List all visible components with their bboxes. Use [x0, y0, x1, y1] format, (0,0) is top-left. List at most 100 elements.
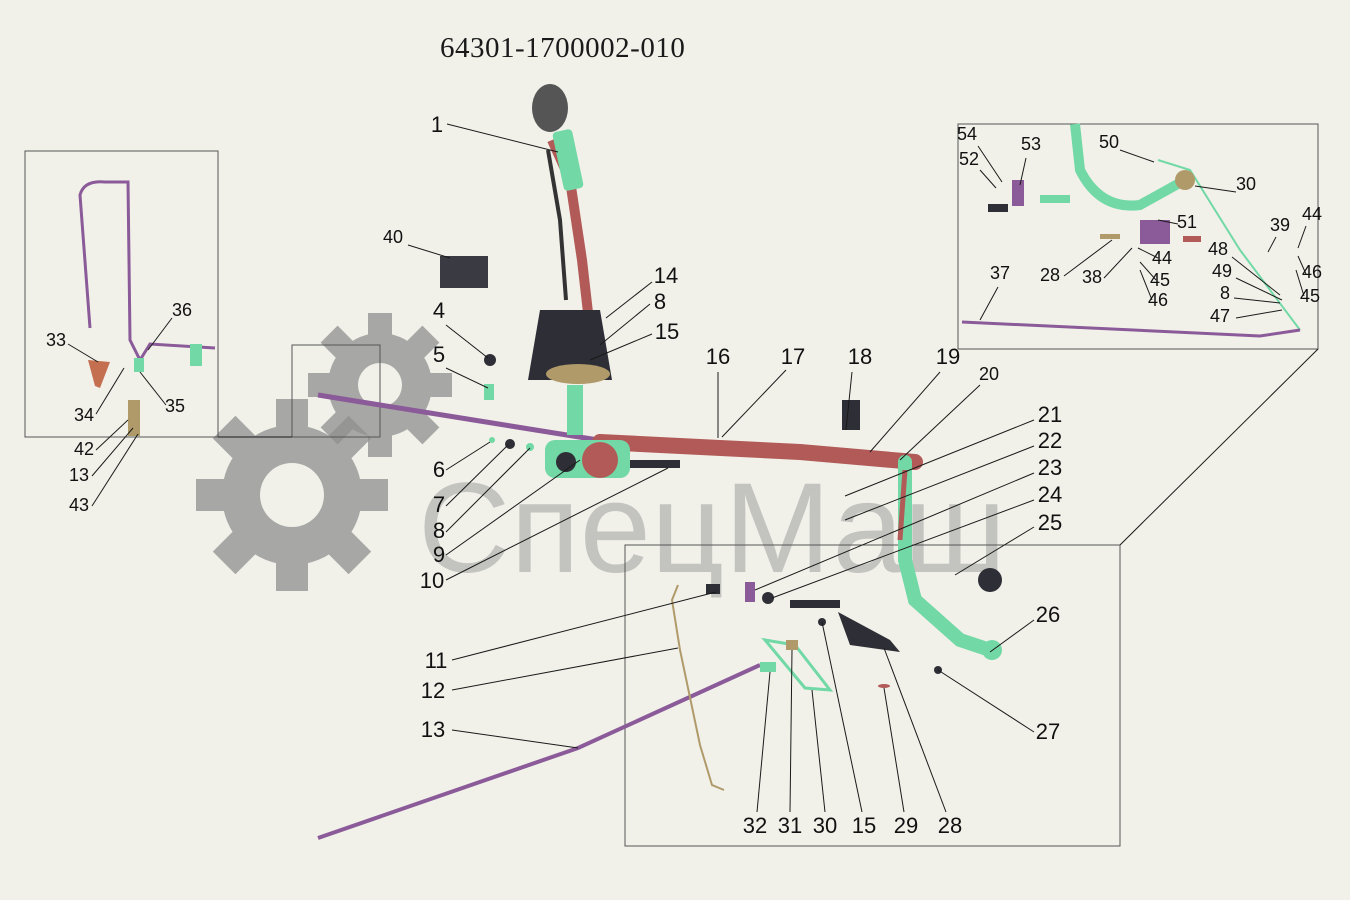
callout-label-5: 5	[433, 342, 445, 367]
leader-line	[844, 445, 1035, 521]
rod-22	[790, 600, 840, 608]
leader-line	[589, 333, 653, 361]
bolt-31	[786, 640, 798, 650]
bracket-51	[1140, 220, 1170, 244]
callout-label-33: 33	[46, 330, 66, 350]
callout-label-50: 50	[1099, 132, 1119, 152]
rod-37-detail	[961, 320, 1301, 338]
leader-line	[1157, 219, 1179, 225]
callout-label-21: 21	[1038, 402, 1062, 427]
leader-line	[599, 303, 651, 346]
cable-30-detail	[1157, 159, 1301, 331]
lever-53	[1012, 180, 1024, 206]
callout-label-13: 13	[69, 465, 89, 485]
cable-left	[78, 180, 216, 364]
leader-line	[989, 619, 1035, 653]
bolt-51b	[1183, 236, 1201, 242]
leader-line	[954, 526, 1035, 576]
leader-line	[445, 447, 531, 533]
detail-frame-bottom	[624, 544, 1121, 847]
callout-label-44: 44	[1302, 204, 1322, 224]
lever-knob	[532, 84, 568, 132]
callout-label-28: 28	[1040, 265, 1060, 285]
leader-line	[451, 591, 717, 661]
rod-10	[630, 460, 680, 468]
pin-38	[1100, 234, 1120, 239]
lever-shaft-dark	[546, 149, 568, 301]
leader-lines	[67, 123, 1307, 813]
callout-label-35: 35	[165, 396, 185, 416]
callout-label-43: 43	[69, 495, 89, 515]
leader-line	[821, 621, 863, 813]
leader-line	[451, 647, 679, 691]
callout-label-31: 31	[778, 813, 802, 838]
callout-label-32: 32	[743, 813, 767, 838]
bolt-23	[745, 582, 755, 602]
shift-tube-main	[592, 434, 923, 470]
bolt-54	[988, 204, 1008, 212]
callout-label-10: 10	[420, 568, 444, 593]
leader-line	[883, 647, 947, 813]
callout-label-34: 34	[74, 405, 94, 425]
leader-line	[445, 459, 581, 556]
boot-ring	[546, 364, 610, 384]
callout-label-15: 15	[655, 319, 679, 344]
link-11	[706, 584, 720, 594]
leader-line	[445, 444, 509, 507]
callout-label-17: 17	[781, 344, 805, 369]
detail-frame-top-right	[957, 123, 1319, 350]
callout-label-7: 7	[433, 492, 445, 517]
leader-line	[407, 244, 451, 259]
leader-line	[1267, 236, 1277, 253]
leader-line	[771, 499, 1035, 599]
leader-line	[1139, 261, 1157, 281]
callout-label-6: 6	[433, 457, 445, 482]
callout-label-26: 26	[1036, 602, 1060, 627]
lever-boot	[528, 310, 612, 380]
selector-bolt	[556, 452, 576, 472]
callout-label-4: 4	[433, 298, 445, 323]
callout-label-47: 47	[1210, 306, 1230, 326]
leader-line	[1063, 239, 1113, 277]
leader-line	[445, 324, 489, 359]
callout-label-16: 16	[706, 344, 730, 369]
callout-label-11: 11	[425, 648, 448, 673]
leader-line	[95, 367, 125, 415]
leader-line	[445, 441, 491, 471]
leader-line	[445, 367, 489, 389]
callout-label-22: 22	[1038, 428, 1062, 453]
leader-line	[1295, 269, 1305, 297]
callout-label-30: 30	[1236, 174, 1256, 194]
tee-33	[88, 360, 110, 388]
callout-label-13: 13	[421, 717, 445, 742]
callout-label-51: 51	[1177, 212, 1197, 232]
callout-label-30: 30	[813, 813, 837, 838]
detail-frame-left	[24, 150, 219, 438]
leader-line	[95, 419, 129, 451]
shift-tube-detail	[1070, 123, 1188, 211]
leader-line	[1231, 256, 1281, 296]
clip-5	[484, 384, 494, 400]
callout-label-15: 15	[852, 813, 876, 838]
callout-label-52: 52	[959, 149, 979, 169]
nut-7	[505, 439, 515, 449]
watermark-gear-icon	[196, 399, 388, 591]
leader-line	[445, 467, 669, 581]
callout-label-27: 27	[1036, 719, 1060, 744]
callout-label-8: 8	[1220, 283, 1230, 303]
callout-label-46: 46	[1148, 290, 1168, 310]
joint-50	[1175, 170, 1195, 190]
leader-line	[979, 169, 997, 189]
callout-label-12: 12	[421, 678, 445, 703]
leader-line	[937, 669, 1035, 733]
leader-line	[91, 427, 134, 477]
callout-label-46: 46	[1302, 262, 1322, 282]
detail-frame-small	[291, 344, 381, 438]
leader-line	[756, 671, 771, 813]
leader-line	[811, 689, 826, 813]
leader-line	[1297, 255, 1307, 275]
leader-line	[1019, 157, 1027, 186]
rod-28-detail	[1040, 195, 1070, 203]
leader-line	[754, 472, 1035, 591]
